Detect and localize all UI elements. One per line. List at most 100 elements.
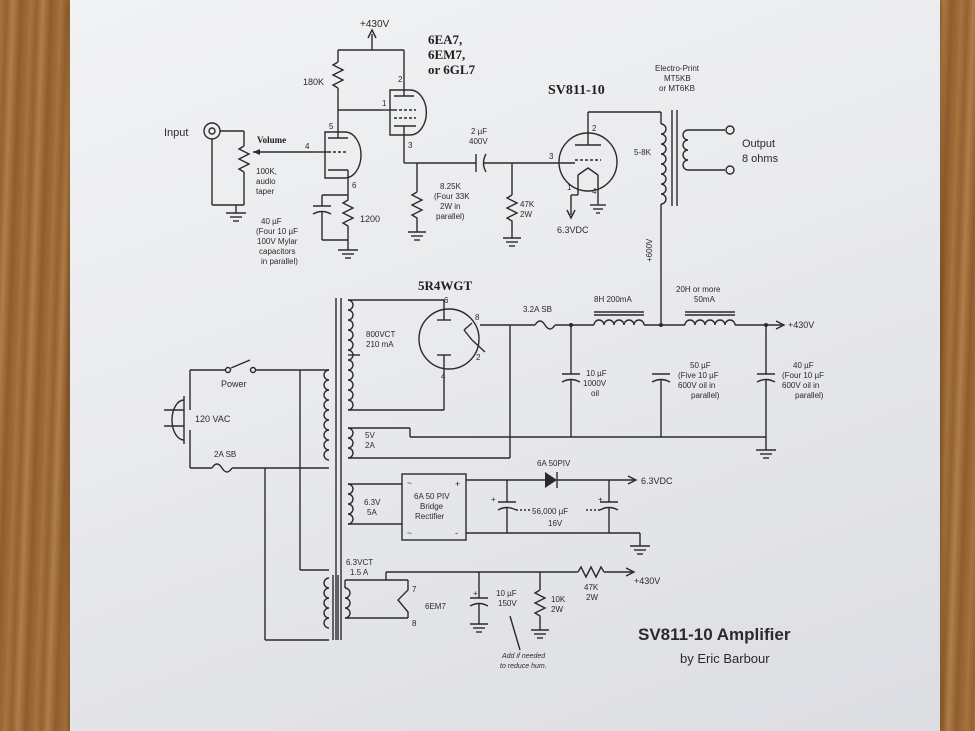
- power-switch-label: Power: [221, 379, 247, 389]
- svg-text:-: -: [455, 528, 458, 538]
- cathode-resistor-label: 1200: [360, 214, 380, 224]
- svg-text:4: 4: [592, 187, 597, 196]
- svg-text:MT5KB: MT5KB: [664, 74, 691, 83]
- svg-text:parallel): parallel): [691, 391, 720, 400]
- svg-text:(Four 10 µF: (Four 10 µF: [782, 371, 824, 380]
- svg-text:6A 50 PIV: 6A 50 PIV: [414, 492, 450, 501]
- svg-text:2W: 2W: [551, 605, 563, 614]
- svg-text:parallel): parallel): [436, 212, 465, 221]
- svg-text:1.5 A: 1.5 A: [350, 568, 369, 577]
- svg-text:10K: 10K: [551, 595, 566, 604]
- schematic-title: SV811-10 Amplifier: [638, 625, 791, 644]
- svg-text:(Four 33K: (Four 33K: [434, 192, 470, 201]
- svg-text:1000V: 1000V: [583, 379, 607, 388]
- svg-text:7: 7: [412, 585, 417, 594]
- svg-text:5A: 5A: [367, 508, 377, 517]
- svg-text:8.25K: 8.25K: [440, 182, 462, 191]
- svg-text:10 µF: 10 µF: [586, 369, 607, 378]
- svg-text:oil: oil: [591, 389, 599, 398]
- svg-text:4: 4: [441, 372, 446, 381]
- preamp-tube-label-1: 6EA7,: [428, 32, 462, 47]
- heater-bias-network: + 10 µF 150V 10K 2W 47K 2W +430V Add if …: [469, 565, 660, 670]
- cathode-network: 1200 40 µF (Four 10 µF 100V Mylar capaci…: [256, 186, 380, 266]
- svg-text:2: 2: [476, 353, 481, 362]
- svg-text:capacitors: capacitors: [259, 247, 295, 256]
- svg-text:Rectifier: Rectifier: [415, 512, 445, 521]
- diode-label: 6A 50PIV: [537, 459, 571, 468]
- output-transformer: Electro-Print MT5KB or MT6KB 5-8K Output…: [634, 64, 779, 326]
- svg-text:100K,: 100K,: [256, 167, 277, 176]
- svg-text:40 µF: 40 µF: [261, 217, 282, 226]
- svg-text:47K: 47K: [520, 200, 535, 209]
- svg-text:40 µF: 40 µF: [793, 361, 814, 370]
- top-supply-node: +430V: [338, 19, 404, 51]
- filter-capacitors: 10 µF 1000V oil 50 µF (Five 10 µF 600V o…: [561, 325, 824, 459]
- svg-text:Bridge: Bridge: [420, 502, 444, 511]
- mains-input: Power 120 VAC 2A SB: [164, 359, 329, 641]
- svg-text:or MT6KB: or MT6KB: [659, 84, 695, 93]
- svg-text:+: +: [491, 495, 496, 504]
- svg-text:8: 8: [412, 619, 417, 628]
- svg-text:taper: taper: [256, 187, 275, 196]
- svg-text:+: +: [455, 479, 460, 489]
- svg-text:2A: 2A: [365, 441, 375, 450]
- interstage-coupling: 8.25K (Four 33K 2W in parallel) 2 µF 400…: [404, 127, 556, 247]
- svg-text:400V: 400V: [469, 137, 488, 146]
- svg-text:6.3VCT: 6.3VCT: [346, 558, 373, 567]
- svg-text:3: 3: [408, 141, 413, 150]
- output-supply-label: +430V: [788, 320, 814, 330]
- dc-output-label: 6.3VDC: [641, 476, 673, 486]
- svg-text:to reduce hum.: to reduce hum.: [500, 663, 547, 670]
- svg-text:+: +: [473, 589, 478, 598]
- svg-text:210 mA: 210 mA: [366, 340, 394, 349]
- svg-text:6: 6: [444, 296, 449, 305]
- svg-text:in parallel): in parallel): [261, 257, 298, 266]
- preamp-heater-label: 6EM7: [425, 602, 446, 611]
- svg-text:audio: audio: [256, 177, 276, 186]
- svg-text:16V: 16V: [548, 519, 563, 528]
- output-tube-label: SV811-10: [548, 83, 605, 98]
- svg-text:parallel): parallel): [795, 391, 824, 400]
- svg-text:6: 6: [352, 181, 357, 190]
- svg-text:1: 1: [382, 99, 387, 108]
- svg-text:8: 8: [475, 313, 480, 322]
- svg-text:150V: 150V: [498, 599, 517, 608]
- volume-label: Volume: [257, 135, 286, 145]
- preamp-tube-label-3: or 6GL7: [428, 62, 476, 77]
- input-label: Input: [164, 127, 188, 139]
- svg-text:Add if needed: Add if needed: [501, 653, 546, 660]
- svg-text:800VCT: 800VCT: [366, 330, 395, 339]
- svg-text:~: ~: [407, 479, 412, 488]
- svg-text:3: 3: [549, 152, 554, 161]
- output-tube: 2 3 1 4 6.3VDC SV811-10: [548, 83, 661, 235]
- preamp-tube-triode: 5 4 6: [305, 110, 362, 190]
- svg-text:2: 2: [592, 124, 597, 133]
- svg-text:100V Mylar: 100V Mylar: [257, 237, 298, 246]
- power-transformer: 800VCT 210 mA 5V 2A: [323, 298, 766, 640]
- svg-text:2W in: 2W in: [440, 202, 460, 211]
- rectifier-tube: 6 8 2 4: [418, 296, 535, 410]
- heater-transformer: 6.3VCT 1.5 A 7 8 6EM7: [323, 558, 575, 640]
- svg-text:2W: 2W: [520, 210, 532, 219]
- mains-voltage-label: 120 VAC: [195, 414, 231, 424]
- preamp-tube-label-2: 6EM7,: [428, 47, 465, 62]
- plate-supply-label: +600V: [645, 238, 654, 262]
- svg-text:600V oil in: 600V oil in: [678, 381, 715, 390]
- ht-fuse-label: 3.2A SB: [523, 305, 552, 314]
- top-supply-label: +430V: [360, 19, 390, 30]
- plate-resistor-label: 180K: [303, 77, 324, 87]
- svg-text:50mA: 50mA: [694, 295, 716, 304]
- svg-text:10 µF: 10 µF: [496, 589, 517, 598]
- svg-text:56,000 µF: 56,000 µF: [532, 507, 568, 516]
- svg-text:~: ~: [407, 529, 412, 538]
- plate-resistor: 180K: [303, 50, 345, 110]
- svg-text:4: 4: [305, 142, 310, 151]
- low-voltage-supply: 6.3V 5A ~ ~ + - 6A 50 PIV Bridge Rectifi…: [347, 459, 673, 555]
- svg-text:5V: 5V: [365, 431, 375, 440]
- svg-text:50 µF: 50 µF: [690, 361, 711, 370]
- schematic-author: by Eric Barbour: [680, 651, 770, 666]
- svg-text:1: 1: [567, 183, 572, 192]
- svg-text:20H or more: 20H or more: [676, 285, 721, 294]
- preamp-tube-pentode: 2 1 3: [338, 50, 428, 163]
